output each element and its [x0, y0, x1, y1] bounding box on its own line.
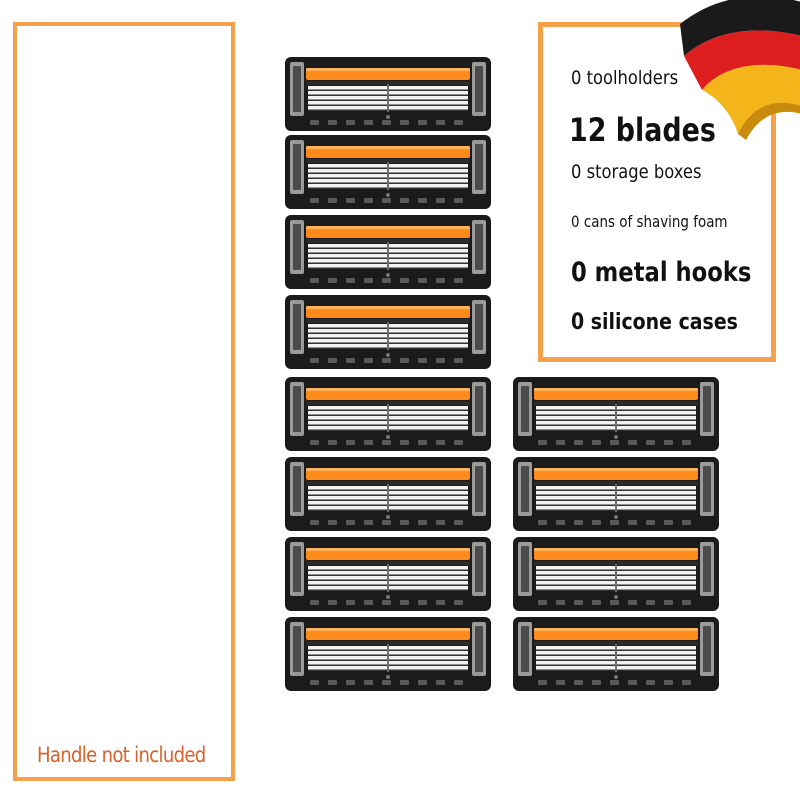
blade-cartridge [512, 536, 720, 612]
blade-cartridge [284, 376, 492, 452]
blade-cartridge [512, 376, 720, 452]
handle-not-included-note: Handle not included [37, 743, 206, 767]
blade-cartridge [284, 294, 492, 370]
blade-cartridge [284, 214, 492, 290]
contents-storage-boxes: 0 storage boxes [571, 161, 702, 183]
blade-cartridge [284, 616, 492, 692]
blade-cartridge [512, 616, 720, 692]
contents-toolholders: 0 toolholders [571, 67, 679, 89]
handle-placeholder-panel: Handle not included [13, 22, 235, 781]
blade-cartridge [284, 134, 492, 210]
germany-flag-icon [672, 0, 800, 144]
contents-metal-hooks: 0 metal hooks [571, 257, 752, 288]
blade-cartridge [284, 536, 492, 612]
blade-cartridge [512, 456, 720, 532]
contents-blades: 12 blades [569, 111, 716, 149]
blade-cartridge [284, 56, 492, 132]
contents-shaving-foam: 0 cans of shaving foam [571, 212, 728, 231]
blade-cartridge [284, 456, 492, 532]
contents-silicone-cases: 0 silicone cases [571, 310, 738, 335]
